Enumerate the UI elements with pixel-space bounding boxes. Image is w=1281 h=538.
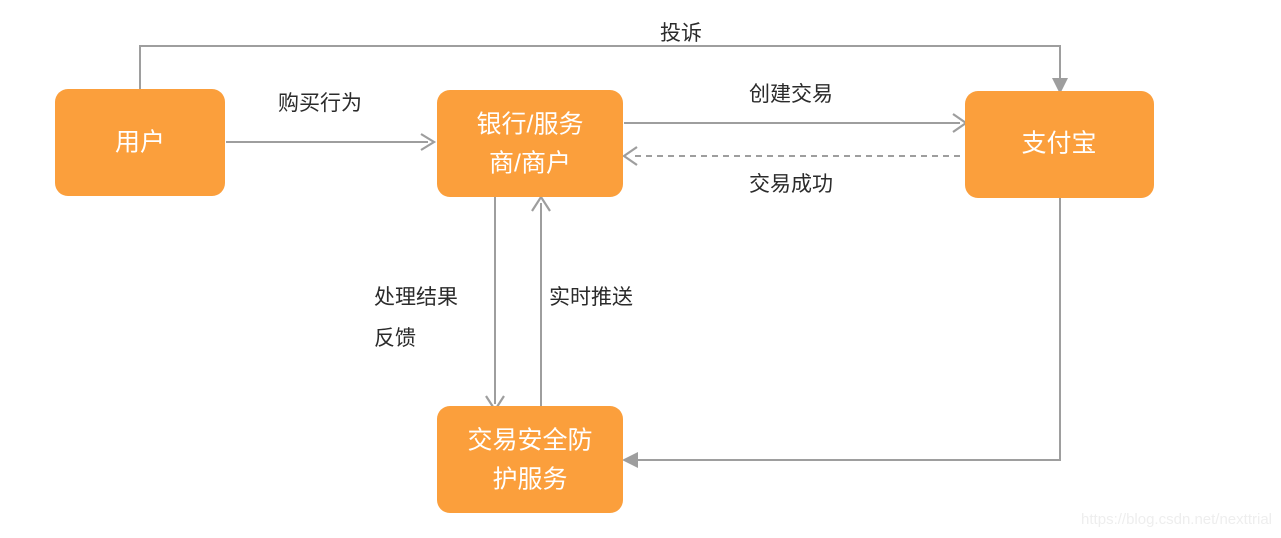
node-alipay-box[interactable] bbox=[965, 91, 1154, 198]
edge-complaint-arrowhead bbox=[1052, 78, 1068, 94]
edge-realtime-push: 实时推送 bbox=[531, 194, 633, 412]
node-bank-label-line2: 商/商户 bbox=[489, 150, 571, 178]
edge-purchase: 购买行为 bbox=[226, 92, 437, 151]
edge-purchase-arrowhead bbox=[420, 133, 437, 151]
edge-alipay-to-security-line bbox=[636, 198, 1061, 461]
node-alipay-label: 支付宝 bbox=[1021, 130, 1096, 158]
edge-purchase-label: 购买行为 bbox=[278, 92, 362, 115]
node-security[interactable]: 交易安全防 护服务 bbox=[437, 406, 623, 513]
edge-result-feedback-label-line1: 处理结果 bbox=[374, 286, 458, 309]
node-security-label-line1: 交易安全防 bbox=[467, 427, 592, 455]
node-bank-label-line1: 银行/服务 bbox=[477, 111, 584, 139]
edge-trade-success-arrowhead bbox=[622, 146, 638, 166]
node-security-label-line2: 护服务 bbox=[492, 466, 567, 494]
watermark-text: https://blog.csdn.net/nexttrial bbox=[1081, 511, 1272, 528]
edge-realtime-push-label: 实时推送 bbox=[549, 286, 633, 309]
node-security-box[interactable] bbox=[437, 406, 623, 513]
edge-alipay-to-security bbox=[622, 198, 1061, 468]
edge-result-feedback-label-line2: 反馈 bbox=[374, 327, 416, 350]
edge-complaint: 投诉 bbox=[139, 22, 1068, 94]
edge-trade-success: 交易成功 bbox=[622, 146, 960, 196]
edge-alipay-to-security-arrowhead bbox=[622, 452, 638, 468]
node-user-box[interactable] bbox=[55, 89, 225, 196]
edge-complaint-line bbox=[139, 45, 1061, 89]
node-bank[interactable]: 银行/服务 商/商户 bbox=[437, 90, 623, 197]
edge-create-trade-label: 创建交易 bbox=[749, 83, 833, 106]
node-user[interactable]: 用户 bbox=[55, 89, 225, 196]
node-alipay[interactable]: 支付宝 bbox=[965, 91, 1154, 198]
edge-trade-success-label: 交易成功 bbox=[749, 173, 833, 196]
edge-complaint-label: 投诉 bbox=[660, 22, 702, 45]
node-user-label: 用户 bbox=[115, 129, 165, 157]
edge-create-trade: 创建交易 bbox=[624, 83, 968, 133]
edge-result-feedback: 处理结果 反馈 bbox=[374, 196, 505, 413]
node-bank-box[interactable] bbox=[437, 90, 623, 197]
